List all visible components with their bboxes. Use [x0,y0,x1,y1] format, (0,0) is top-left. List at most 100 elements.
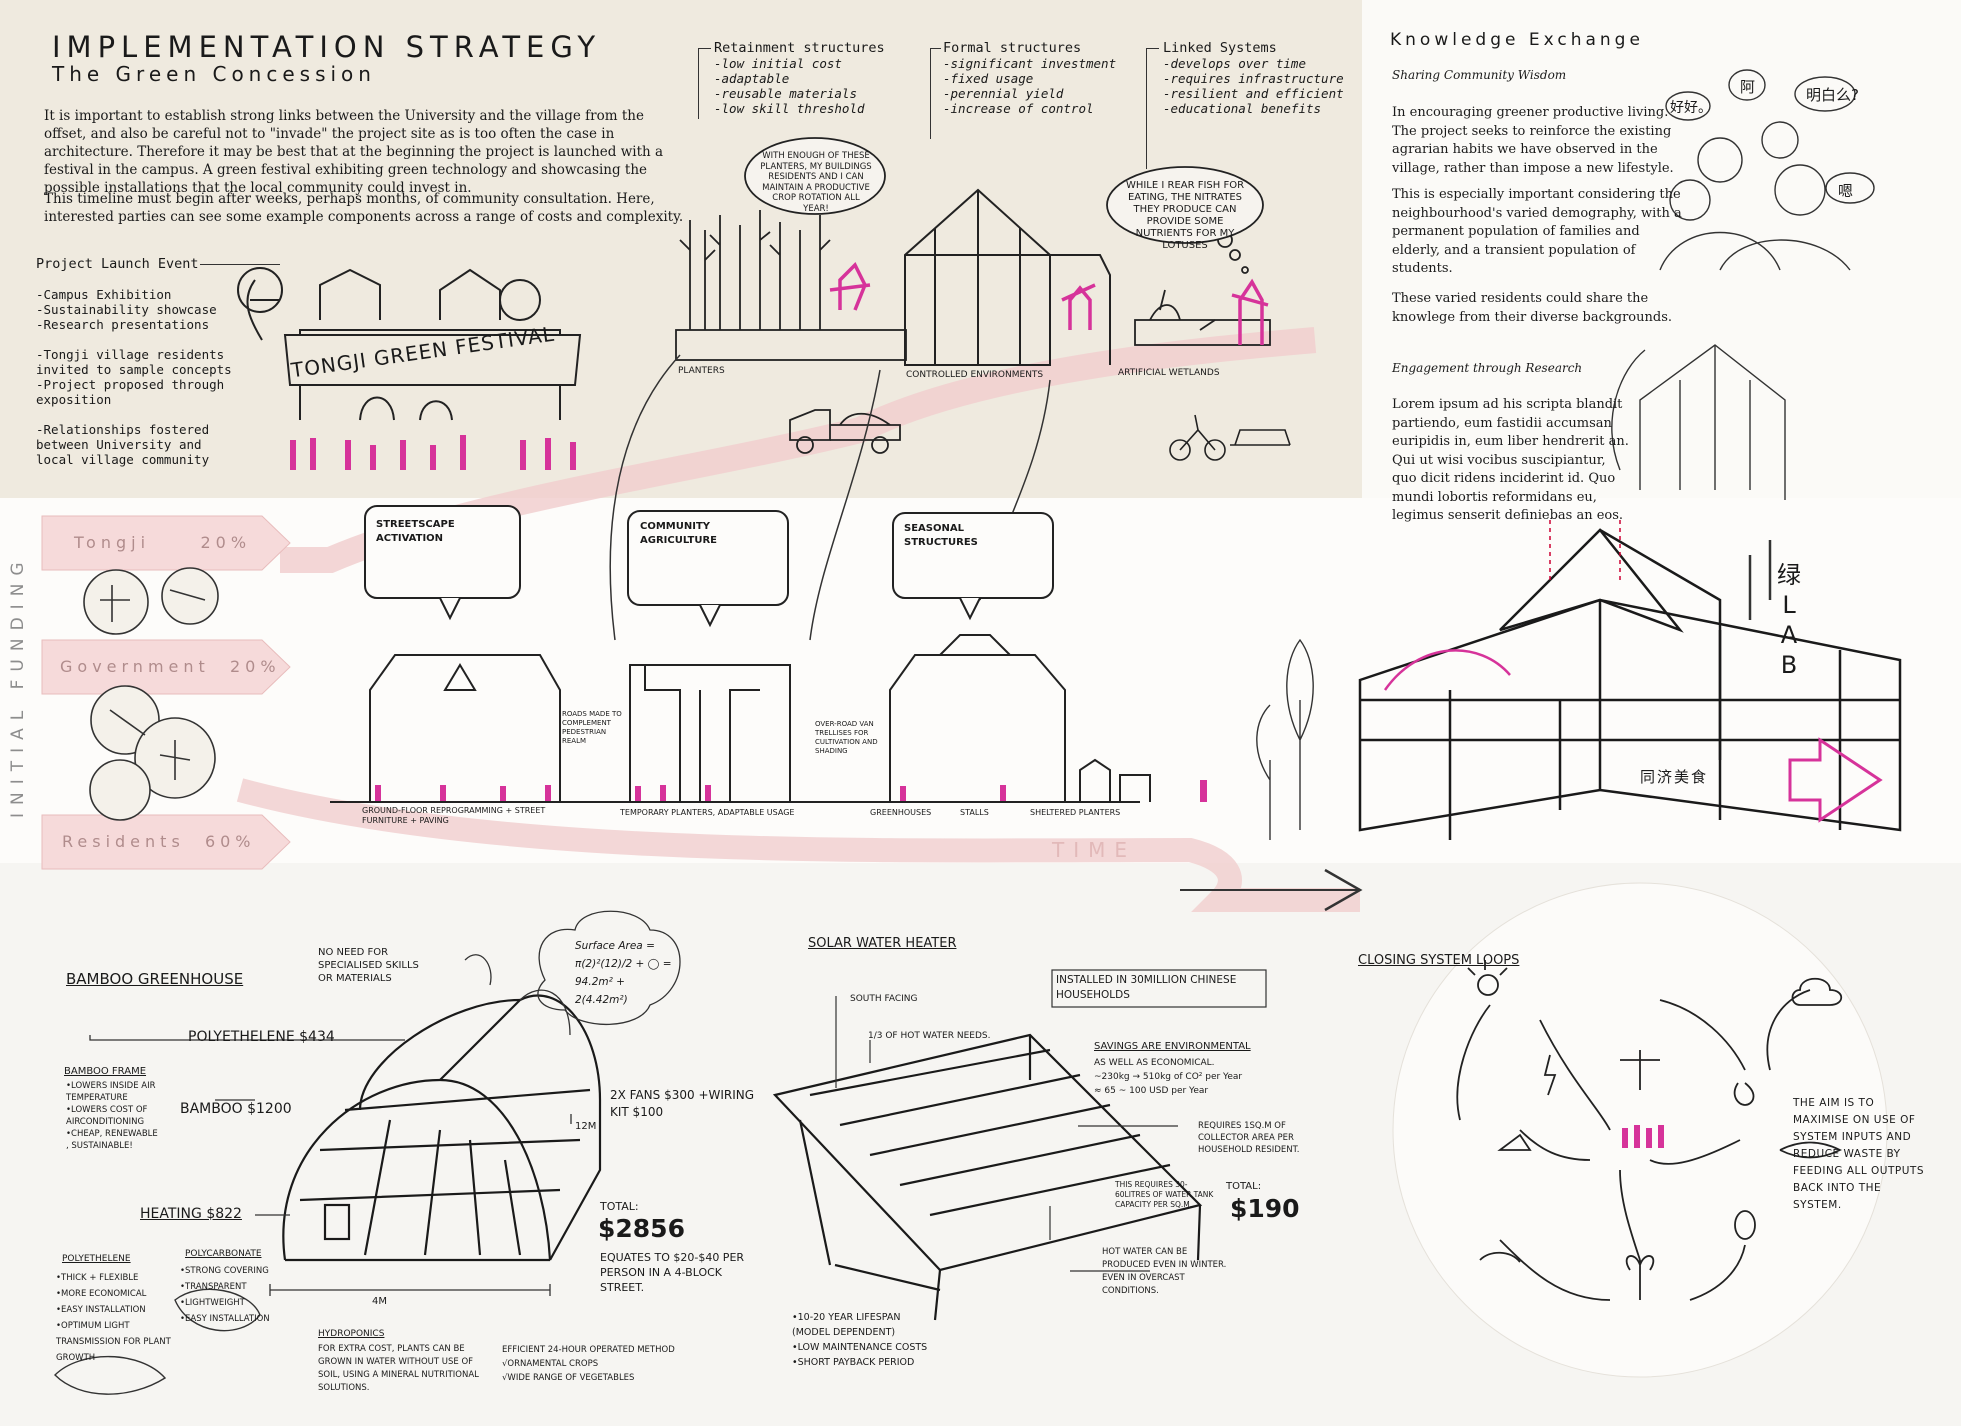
planters-label: PLANTERS [678,366,725,376]
street-people [375,780,1207,802]
solar-total: $190 [1230,1194,1300,1223]
linked-heading: Linked Systems [1163,40,1277,56]
bamboo-greenhouse-drawing [282,994,602,1262]
knowledge-subheading-2: Engagement through Research [1392,361,1583,375]
greenhouses-label: GREENHOUSES [870,808,932,817]
equates-note: EQUATES TO $20-$40 PER PERSON IN A 4-BLO… [600,1251,745,1294]
south-facing-label: SOUTH FACING [850,994,918,1004]
time-label: TIME [1052,838,1137,862]
polycarbonate-items: •STRONG COVERING •TRANSPARENT •LIGHTWEIG… [180,1266,270,1324]
solar-total-label: TOTAL: [1226,1181,1262,1192]
residents-funding: Residents 60% [62,832,256,851]
artificial-wetlands-label: ARTIFICIAL WETLANDS [1118,368,1220,378]
knowledge-subheading-1: Sharing Community Wisdom [1392,68,1567,82]
retainment-items: -low initial cost -adaptable -reusable m… [714,56,865,116]
speech-cn-1: 好好。 [1670,100,1712,116]
festival-crowd [290,435,576,470]
heating-cost: HEATING $822 [140,1206,242,1222]
speech-cn-3: 明白么? [1806,86,1859,104]
loops-title: CLOSING SYSTEM LOOPS [1358,953,1520,968]
time-ribbon-lower [236,778,1360,912]
farmer-figure [829,262,871,311]
ground-floor-label: GROUND-FLOOR REPROGRAMMING + STREET FURN… [362,806,546,825]
sheltered-planters-label: SHELTERED PLANTERS [1030,808,1121,817]
greenhouse-leaders [89,910,681,1296]
page-title: IMPLEMENTATION STRATEGY [52,30,602,64]
launch-heading: Project Launch Event [36,256,199,272]
polyethelene-title: POLYETHELENE [62,1254,131,1264]
fans-cost: 2x FANS $300 +WIRING KIT $100 [610,1088,755,1119]
no-need-note: NO NEED FOR SPECIALISED SKILLS OR MATERI… [318,947,419,984]
greenhouse-total-label: TOTAL: [600,1200,639,1213]
controlled-environments-label: CONTROLLED ENVIRONMENTS [906,370,1044,380]
coins-drawing [83,567,219,821]
funding-arrow-residents [41,814,291,870]
fish-speech-bubble [1106,166,1264,244]
formal-heading: Formal structures [943,40,1082,56]
van-drawing [789,409,901,454]
hot-water-note: HOT WATER CAN BE PRODUCED EVEN IN WINTER… [1102,1247,1227,1296]
tank-capacity-note: THIS REQUIRES 30-60LITRES OF WATER TANK … [1115,1180,1214,1209]
greenhouse-title: BAMBOO GREENHOUSE [66,970,244,988]
solar-title: SOLAR WATER HEATER [808,936,957,951]
launch-items: -Campus Exhibition -Sustainability showc… [36,287,232,467]
tongji-funding: Tongji 20% [74,533,252,552]
knowledge-p3: These varied residents could share the k… [1392,291,1673,325]
planter-sketch [675,210,907,361]
hydroponics-benefits: EFFICIENT 24-HOUR OPERATED METHOD √ORNAM… [502,1345,675,1383]
loops-aim-text: THE AIM IS TO MAXIMISE ON USE OF SYSTEM … [1793,1097,1924,1211]
hydroponics-title: HYDROPONICS [318,1329,385,1339]
middle-bubbles [364,505,1054,628]
speech-cn-4: 嗯 [1838,182,1854,200]
top-band [0,0,1362,498]
page-subtitle: The Green Concession [52,62,376,86]
greenhouse-controlled [904,188,1111,366]
lab-restaurant-sign: 同济美食 [1640,768,1709,786]
hydroponics-text: FOR EXTRA COST, PLANTS CAN BE GROWN IN W… [318,1344,479,1393]
funding-arrow-tongji [41,515,291,571]
loops-diagram [1456,960,1843,1301]
solar-installed-note: INSTALLED IN 30MILLION CHINESE HOUSEHOLD… [1056,974,1237,1001]
fisher-figure [1231,278,1269,345]
over-road-label: OVER-ROAD VAN TRELLISES FOR CULTIVATION … [815,720,878,755]
loops-people [1622,1125,1664,1148]
lab-building [1358,520,1902,840]
polycarbonate-title: POLYCARBONATE [185,1249,262,1259]
funding-axis-label: INITIAL FUNDING [8,554,28,818]
intro-paragraph-1: It is important to establish strong link… [44,108,664,196]
funding-arrow-government [41,639,291,695]
roads-label: ROADS MADE TO COMPLEMENT PEDESTRIAN REAL… [562,710,622,745]
savings-title: SAVINGS ARE ENVIRONMENTAL [1094,1041,1251,1052]
retainment-heading: Retainment structures [714,40,885,56]
third-hot-water-label: 1/3 OF HOT WATER NEEDS. [868,1031,991,1041]
bamboo-frame-title: BAMBOO FRAME [64,1066,147,1077]
surface-area-calc: Surface Area = π(2)²(12)/2 + ◯ = 94.2m² … [575,940,672,1006]
formal-items: -significant investment -fixed usage -pe… [943,56,1117,116]
launch-leader-line [200,264,280,265]
knowledge-title: Knowledge Exchange [1390,30,1644,50]
solar-bullets: •10-20 YEAR LIFESPAN (MODEL DEPENDENT) •… [792,1312,928,1368]
greenhouse-figure [1061,283,1096,330]
linked-bracket [1146,48,1159,169]
polyethelene-items: •THICK + FLEXIBLE •MORE ECONOMICAL •EASY… [56,1273,171,1363]
lab-sign-vertical: 绿 LAB [1777,561,1801,679]
formal-bracket [930,48,941,139]
bamboo-cost: BAMBOO $1200 [180,1101,292,1117]
planter-speech-bubble [744,137,886,215]
fish-speech-text: WHILE I REAR FISH FOR EATING, THE NITRAT… [1125,180,1245,251]
bicycle-drawing [1169,414,1291,461]
knowledge-p1: In encouraging greener productive living… [1392,105,1674,176]
savings-text: AS WELL AS ECONOMICAL. ~230kg → 510kg of… [1094,1058,1243,1096]
street-buildings [330,634,1151,803]
community-sketch [1659,69,1875,271]
bamboo-frame-items: •LOWERS INSIDE AIR TEMPERATURE •LOWERS C… [66,1081,158,1151]
festival-building [237,267,582,421]
dimension-4m: 4M [372,1296,387,1307]
streetscape-bubble-label: STREETSCAPE ACTIVATION [376,519,455,544]
temporary-planters-label: TEMPORARY PLANTERS, ADAPTABLE USAGE [620,808,795,817]
stalls-label: STALLS [960,808,989,817]
solar-heater-drawing [772,1033,1203,1321]
collector-area-note: REQUIRES 1sq.m OF COLLECTOR AREA PER HOU… [1198,1121,1300,1155]
speech-cn-2: 阿 [1740,78,1756,96]
